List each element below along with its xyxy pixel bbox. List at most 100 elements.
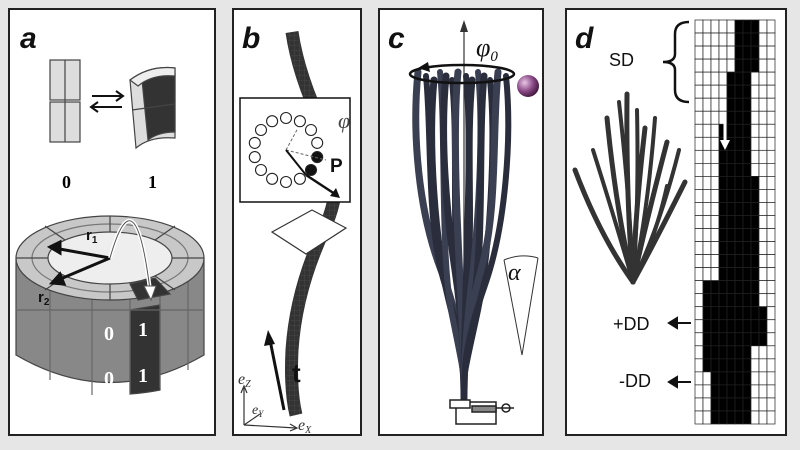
cross-section-inset [239,97,351,203]
grid-cell [734,176,744,190]
grid-cell [710,176,720,190]
grid-cell [742,371,752,386]
grid-cell [710,189,720,203]
grid-cell [710,97,720,112]
grid-cell [750,123,760,138]
grid-cell [710,410,720,425]
grid-cell [702,332,712,347]
grid-cell [734,189,744,203]
grid-cell [750,241,760,255]
grid-cell [694,149,704,164]
grid-cell [750,58,760,73]
grid-cell [702,410,712,425]
grid-cell [726,306,736,321]
tracer-bead [517,75,539,97]
state-1-label: 1 [148,172,157,192]
grid-cell [758,19,768,34]
grid-cell [710,319,720,334]
grid-cell [710,45,720,60]
grid-cell [726,280,736,295]
grid-cell [702,254,712,268]
grid-cell [726,163,736,177]
grid-cell [758,410,768,425]
grid-cell [718,215,728,229]
grid-cell [734,371,744,386]
grid-cell [766,176,776,190]
bead [266,115,279,128]
grid-cell [726,241,736,255]
grid-cell [758,280,768,295]
grid-cell [710,280,720,295]
grid-cell [734,280,744,295]
ring-of-beads [248,111,324,189]
grid-cell [742,280,752,295]
grid-cell [742,293,752,308]
grid-cell [718,84,728,99]
grid-cell [758,345,768,360]
grid-cell [758,241,768,255]
grid-cell [718,45,728,60]
grid-cell [766,202,776,216]
filament-tree [572,91,688,285]
grid-cell [710,32,720,47]
grid-cell [694,384,704,399]
grid-cell [694,202,704,216]
grid-cell [742,228,752,242]
grid-cell [750,32,760,47]
grid-cell [750,202,760,216]
plus-dd-label: +DD [613,314,650,334]
grid-cell [702,149,712,164]
grid-cell [702,241,712,255]
grid-cell [758,84,768,99]
grid-cell [734,163,744,177]
grid-cell [758,267,768,281]
grid-cell [694,215,704,229]
grid-cell [742,32,752,47]
grid-cell [766,163,776,177]
grid-cell [742,345,752,360]
grid-cell [734,202,744,216]
panel-d: d SD +DD -DD [565,8,787,436]
grid-cell [726,97,736,112]
bead [279,111,293,125]
grid-cell [742,163,752,177]
grid-cell [750,149,760,164]
grid-cell [750,319,760,334]
grid-cell [718,280,728,295]
grid-cell [742,410,752,425]
panel-c: c φ0 α [378,8,544,436]
grid-cell [750,136,760,151]
grid-cell [758,163,768,177]
grid-cell [766,306,776,321]
grid-cell [742,332,752,347]
grid-cell [734,215,744,229]
bead [293,172,306,185]
grid-cell [726,45,736,60]
grid-cell [742,71,752,86]
grid-cell [726,189,736,203]
grid-cell [734,149,744,164]
grid-cell [734,397,744,412]
cell-0-top: 0 [104,323,114,345]
grid-cell [766,228,776,242]
rotation-arrow-icon [418,62,430,72]
grid-cell [710,71,720,86]
grid-cell [766,332,776,347]
grid-cell [710,19,720,34]
state-0-label: 0 [62,172,71,192]
grid-cell [766,32,776,47]
grid-cell [750,45,760,60]
filament-bundle [412,68,512,402]
grid-cell [702,45,712,60]
grid-cell [726,149,736,164]
phi0-label: φ0 [476,33,498,65]
grid-cell [702,228,712,242]
grid-cell [766,71,776,86]
grid-cell [694,32,704,47]
grid-cell [718,345,728,360]
grid-cell [734,32,744,47]
grid-cell [758,202,768,216]
grid-cell [766,149,776,164]
grid-cell [750,267,760,281]
tree-branch [630,125,648,285]
